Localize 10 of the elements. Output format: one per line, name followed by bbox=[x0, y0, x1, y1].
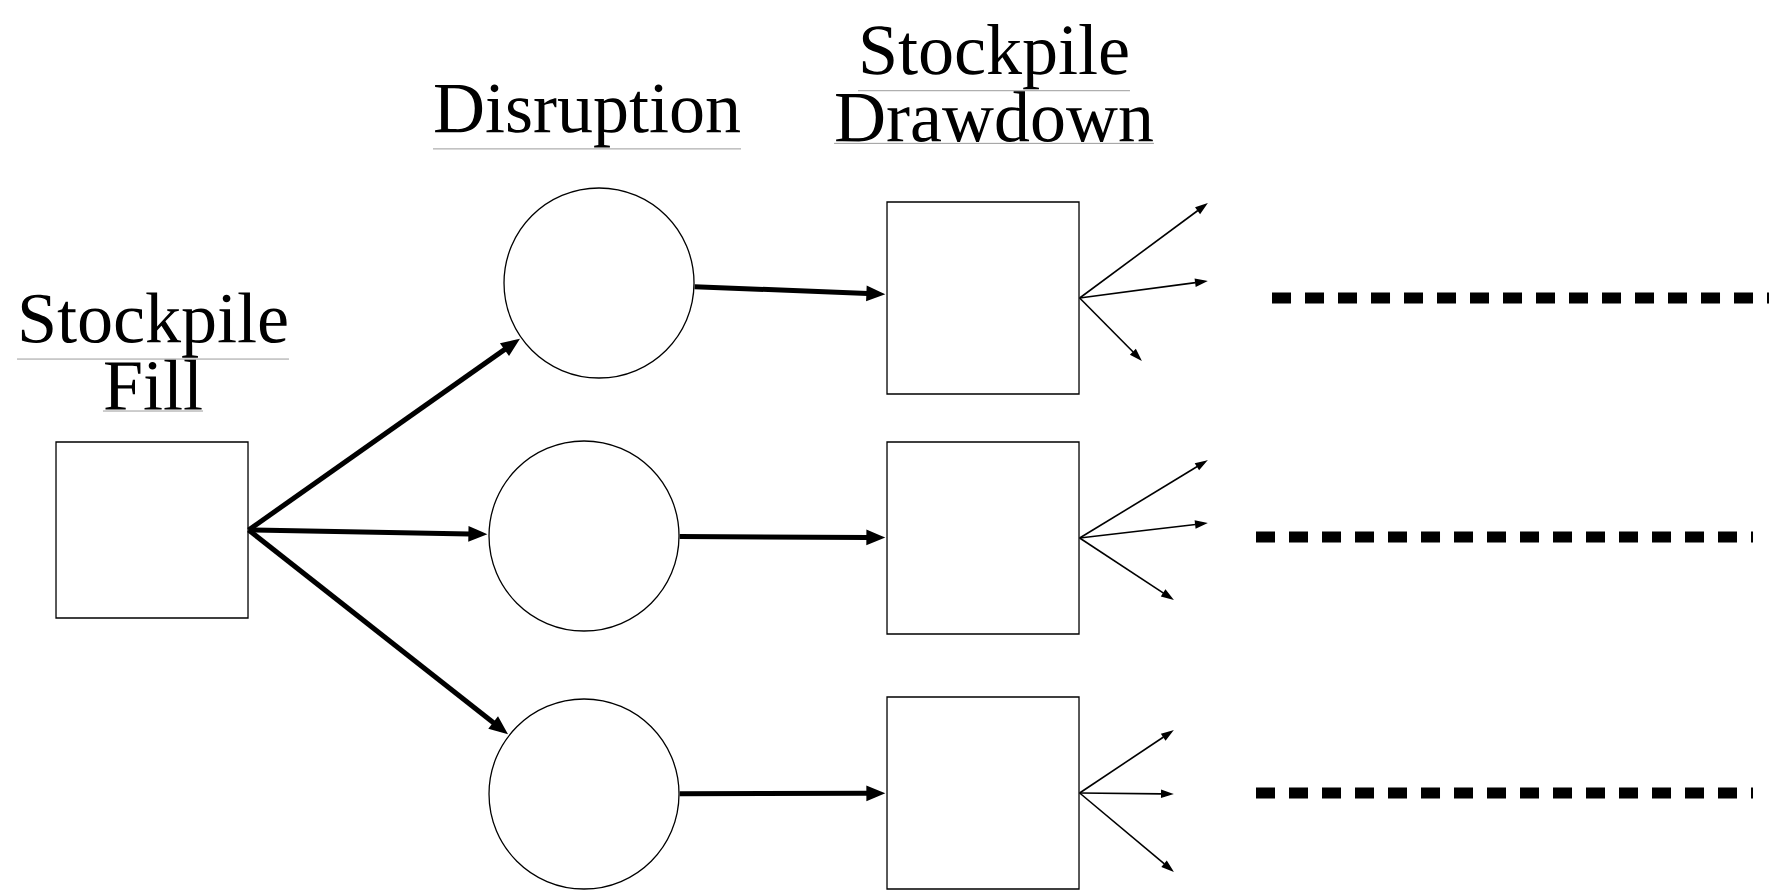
circle-node bbox=[488, 698, 680, 890]
process-box bbox=[886, 441, 1080, 635]
circle-node bbox=[488, 440, 680, 632]
circle-node bbox=[503, 187, 695, 379]
column-heading: Stockpile Drawdown bbox=[833, 24, 1155, 144]
process-box bbox=[55, 441, 249, 619]
process-box bbox=[886, 696, 1080, 890]
column-heading: Disruption bbox=[432, 84, 742, 150]
process-box bbox=[886, 201, 1080, 395]
column-heading: Stockpile Fill bbox=[16, 292, 290, 412]
